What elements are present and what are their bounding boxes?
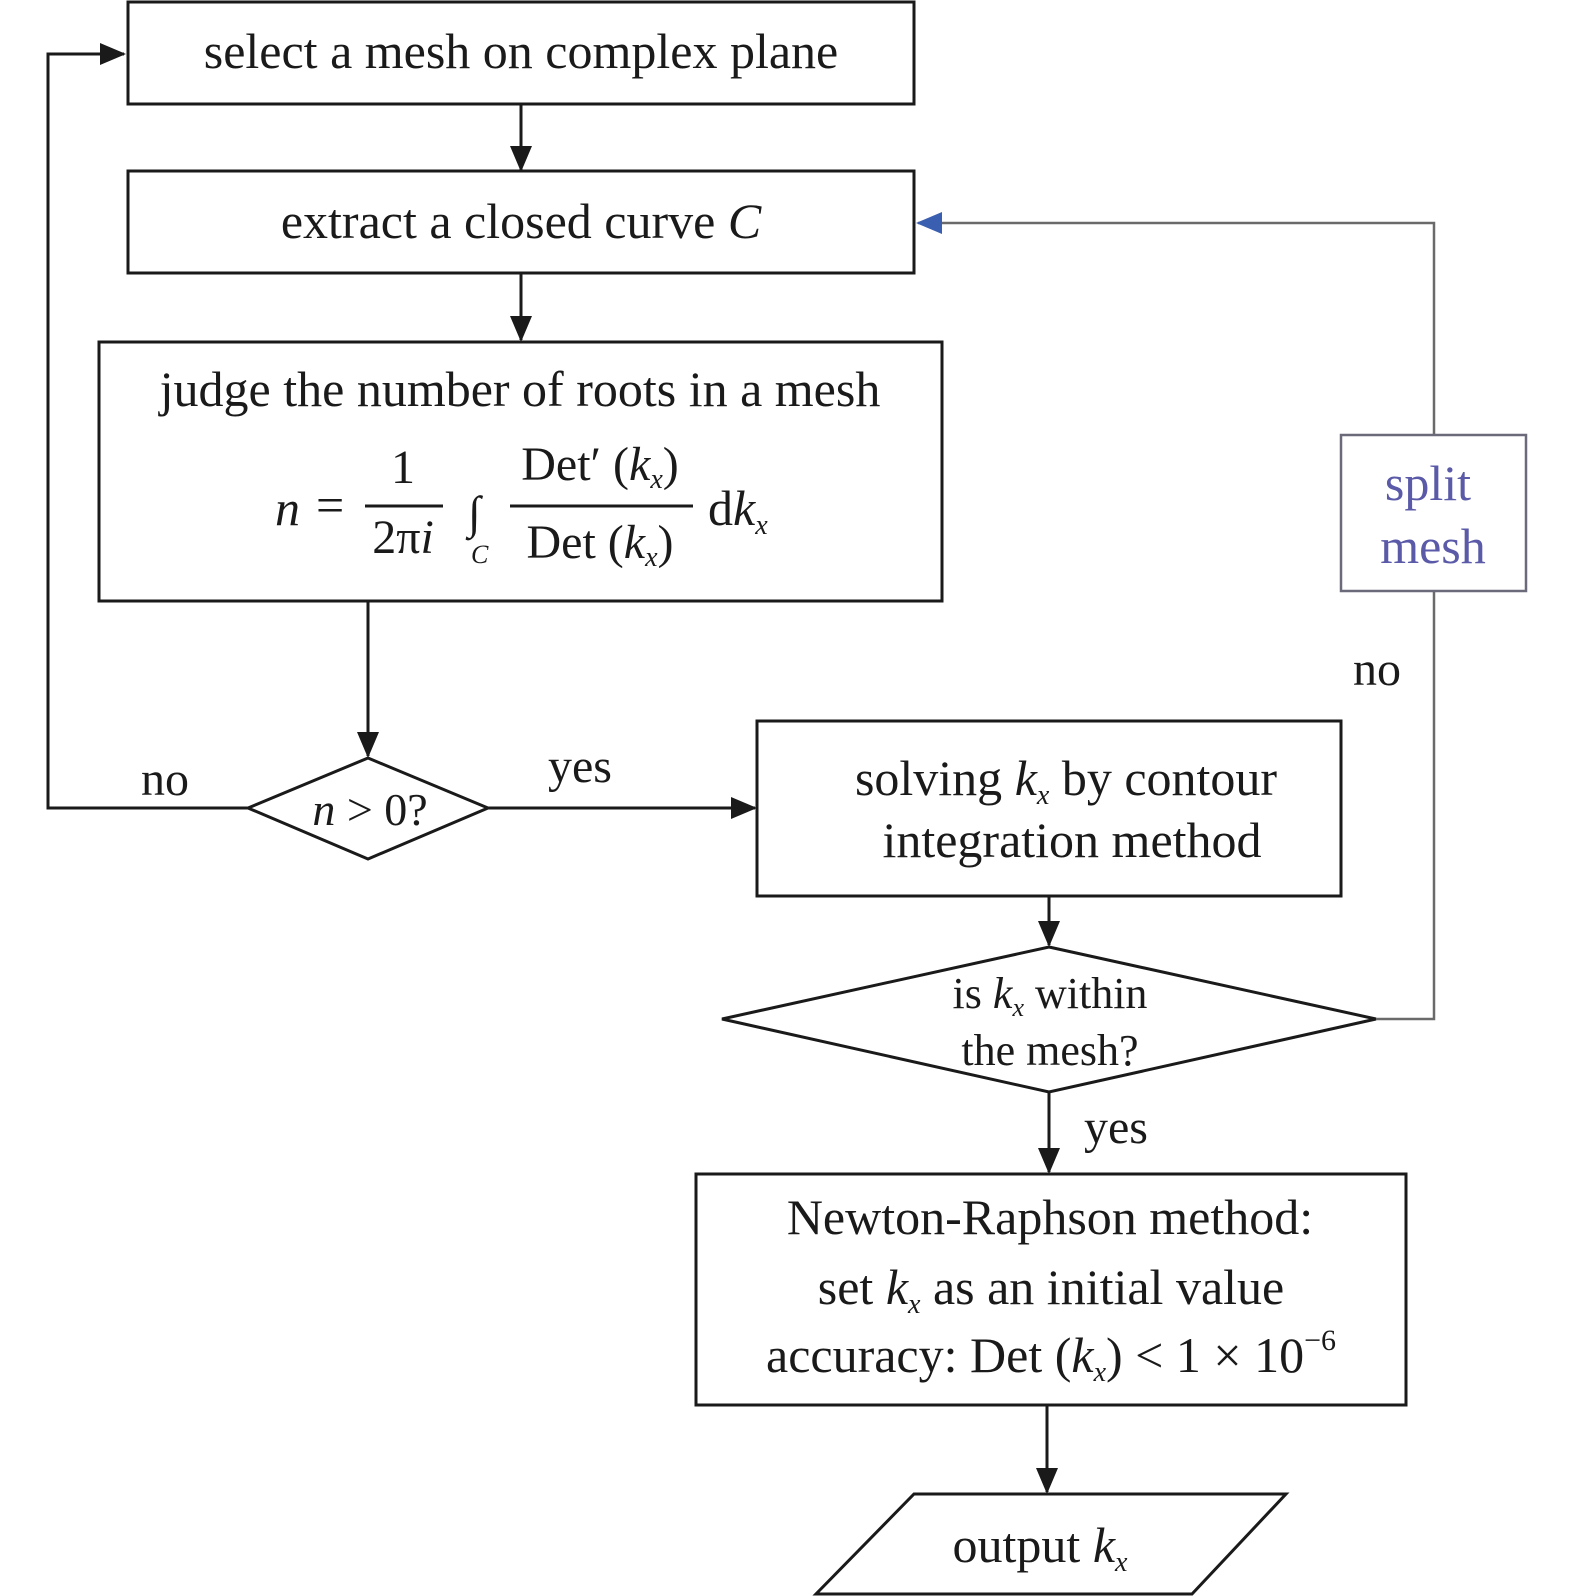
edge-no-loop-to-select bbox=[46, 43, 248, 810]
svg-text:Det (kx): Det (kx) bbox=[526, 516, 673, 573]
edge-label-yes-down: yes bbox=[1084, 1101, 1148, 1154]
svg-text:n: n bbox=[275, 480, 300, 536]
svg-text:C: C bbox=[471, 540, 489, 569]
decision-n-positive: n > 0? bbox=[244, 756, 492, 861]
edge-split-to-extract bbox=[916, 212, 1436, 435]
node-select-mesh: select a mesh on complex plane bbox=[126, 0, 916, 106]
node-split-mesh: split mesh bbox=[1339, 433, 1528, 593]
svg-text:2πi: 2πi bbox=[372, 511, 434, 564]
node-newton-line2: set kx as an initial value bbox=[818, 1259, 1284, 1320]
svg-text:=: = bbox=[316, 477, 344, 533]
node-solving-line2: integration method bbox=[882, 812, 1261, 868]
node-split-line2: mesh bbox=[1380, 518, 1486, 574]
node-output-label: output kx bbox=[953, 1517, 1129, 1578]
node-extract-curve: extract a closed curve C bbox=[126, 169, 916, 275]
decision-n-positive-label: n > 0? bbox=[312, 784, 427, 835]
node-newton-line1: Newton-Raphson method: bbox=[787, 1189, 1313, 1245]
root-count-formula: n = 1 2πi ∫ C Det′ (kx) Det (kx) dkx bbox=[275, 438, 768, 573]
edge-label-yes-right: yes bbox=[548, 740, 612, 793]
node-extract-curve-label: extract a closed curve C bbox=[281, 193, 762, 249]
edge-label-no-left: no bbox=[141, 753, 189, 806]
node-judge-title: judge the number of roots in a mesh bbox=[158, 361, 881, 417]
svg-text:Det′ (kx): Det′ (kx) bbox=[521, 438, 679, 495]
decision-within-mesh: is kx within the mesh? bbox=[721, 945, 1377, 1094]
edge-no-to-split bbox=[1376, 592, 1436, 1021]
node-newton-raphson: Newton-Raphson method: set kx as an init… bbox=[694, 1172, 1408, 1407]
node-solving-line1: solving kx by contour bbox=[855, 750, 1277, 811]
decision-within-line1: is kx within bbox=[953, 969, 1148, 1022]
decision-within-line2: the mesh? bbox=[961, 1026, 1138, 1075]
node-select-mesh-label: select a mesh on complex plane bbox=[204, 23, 839, 79]
svg-text:dkx: dkx bbox=[708, 480, 768, 541]
node-output: output kx bbox=[812, 1492, 1290, 1596]
svg-text:1: 1 bbox=[391, 441, 415, 494]
node-solving-contour: solving kx by contour integration method bbox=[755, 719, 1343, 898]
node-judge-roots: judge the number of roots in a mesh n = … bbox=[97, 340, 944, 603]
node-newton-line3: accuracy: Det (kx) < 1 × 10−6 bbox=[766, 1324, 1336, 1388]
svg-text:∫: ∫ bbox=[465, 487, 483, 541]
edge-label-no-right: no bbox=[1353, 643, 1401, 696]
node-split-line1: split bbox=[1385, 455, 1471, 511]
